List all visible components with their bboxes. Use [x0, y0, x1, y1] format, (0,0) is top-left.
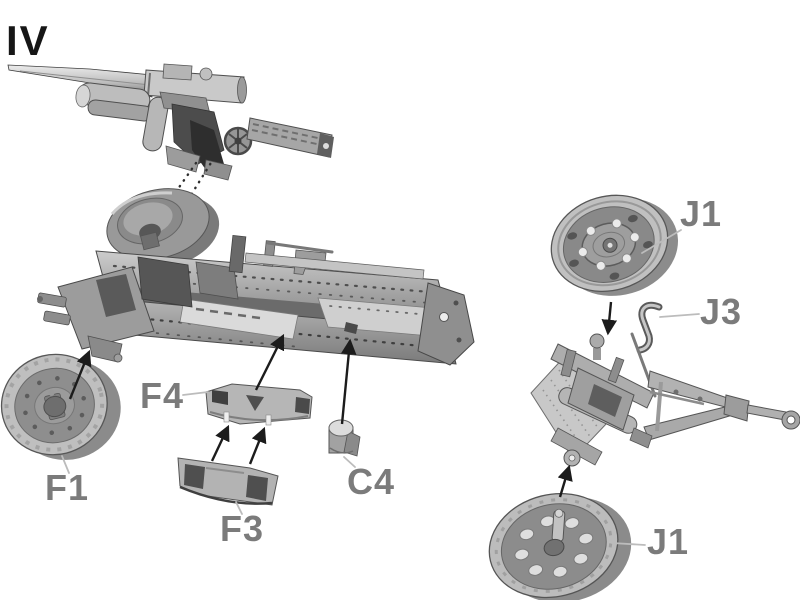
leader-c4 [343, 456, 356, 468]
leader-f4 [182, 391, 209, 396]
hook-j3-drawing [636, 301, 663, 354]
drum-c4-drawing [328, 419, 361, 457]
arrow-f3-to-f4-right [248, 426, 267, 465]
leader-j1-top [641, 229, 682, 254]
wheel-j1-top-drawing [550, 194, 679, 296]
bracket-f4-drawing [205, 383, 313, 426]
arrow-f3-to-f4-left [210, 424, 230, 462]
gun-barrel-assembly-drawing [7, 63, 334, 181]
part-label-j3: J3 [700, 291, 743, 332]
wheel-j1-bottom-drawing [488, 492, 632, 600]
leader-j3 [659, 313, 700, 318]
part-label-f4: F4 [140, 375, 185, 416]
part-label-j1-bottom: J1 [647, 521, 690, 562]
part-label-f1: F1 [45, 467, 90, 508]
assembly-arrows [68, 301, 618, 498]
part-label-c4: C4 [347, 461, 396, 502]
leader-j1-bottom [611, 542, 646, 546]
step-number-label: IV [6, 17, 50, 64]
part-label-f3: F3 [220, 508, 265, 549]
spade-f3-drawing [177, 457, 279, 506]
part-label-j1-top: J1 [680, 193, 723, 234]
leader-f1 [61, 455, 70, 474]
leader-f3 [235, 501, 243, 515]
arrow-f1-to-axle [68, 349, 92, 400]
limber-drawing [530, 332, 800, 467]
elevation-handwheel-drawing [223, 126, 253, 156]
arrow-j1-bottom-to-limber [557, 464, 573, 498]
gun-carriage-drawing [37, 235, 475, 366]
arrow-j1-top-to-limber [601, 301, 618, 336]
arrow-c4-to-trail [340, 338, 357, 425]
label-leader-lines [61, 229, 700, 546]
arrow-f4-to-carriage [254, 333, 285, 391]
